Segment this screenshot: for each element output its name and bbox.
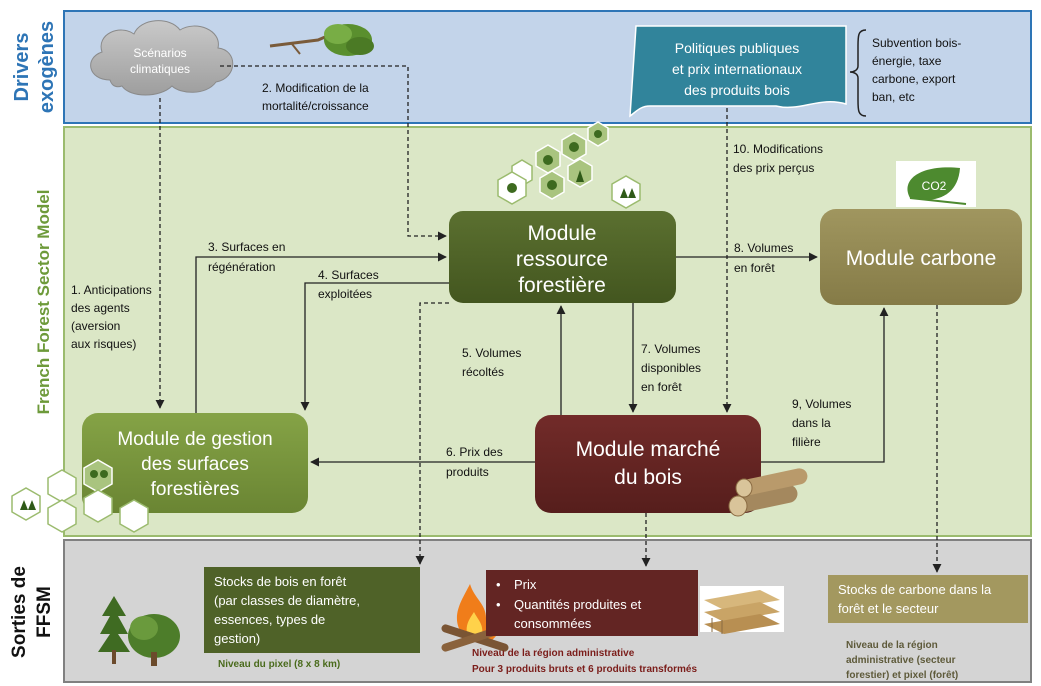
flow-10-line-2: des prix perçus bbox=[733, 161, 814, 175]
management-line-1: Module de gestion bbox=[117, 429, 272, 450]
market-output-bullet-1: • bbox=[496, 577, 501, 592]
carbon-output-line-2: forêt et le secteur bbox=[838, 601, 939, 616]
resource-module bbox=[449, 211, 676, 303]
scenarios-line-2: climatiques bbox=[130, 62, 190, 76]
outputs-label-line-2: FFSM bbox=[34, 586, 55, 638]
carbon-level-line-2: administrative (secteur bbox=[846, 655, 956, 666]
flow-8-line-1: 8. Volumes bbox=[734, 241, 793, 255]
flow-6-line-2: produits bbox=[446, 465, 489, 479]
policies-line-3: des produits bois bbox=[684, 82, 790, 98]
market-line-1: Module marché bbox=[576, 438, 721, 461]
flow-3-line-2: régénération bbox=[208, 260, 275, 274]
market-output-bullet-2: • bbox=[496, 597, 501, 612]
stocks-bois-level: Niveau du pixel (8 x 8 km) bbox=[218, 659, 340, 670]
flow-4-line-2: exploitées bbox=[318, 287, 372, 301]
stocks-bois-line-4: gestion) bbox=[214, 631, 260, 646]
stocks-bois-line-3: essences, types de bbox=[214, 612, 325, 627]
policies-line-2: et prix internationaux bbox=[672, 61, 802, 77]
flow-1-line-3: (aversion bbox=[71, 319, 120, 333]
cloud-scenarios bbox=[90, 20, 234, 96]
arrow-flow-4 bbox=[300, 282, 449, 411]
flow-8-line-2: en forêt bbox=[734, 261, 775, 275]
logs-icon bbox=[728, 468, 808, 517]
market-module bbox=[535, 415, 761, 513]
management-line-3: forestières bbox=[151, 479, 240, 500]
co2-icon-text: CO2 bbox=[922, 179, 947, 193]
flow-6-line-1: 6. Prix des bbox=[446, 445, 503, 459]
stocks-bois-line-2: (par classes de diamètre, bbox=[214, 593, 360, 608]
policies-line-1: Politiques publiques bbox=[675, 40, 800, 56]
co2-leaf-icon: CO2 bbox=[896, 161, 976, 207]
scenarios-line-1: Scénarios bbox=[133, 46, 186, 60]
policy-brace bbox=[849, 29, 867, 117]
flow-7-line-3: en forêt bbox=[641, 380, 682, 394]
carbon-output-box bbox=[828, 575, 1028, 623]
flow-9-line-2: dans la bbox=[792, 416, 831, 430]
management-module bbox=[82, 413, 308, 513]
arrow-output-stocks bbox=[415, 302, 449, 565]
hexagon-forest-icon bbox=[497, 121, 641, 209]
flow-5-line-1: 5. Volumes bbox=[462, 346, 521, 360]
market-output-item-2: Quantités produites et bbox=[514, 597, 642, 612]
policy-examples-line-3: carbone, export bbox=[872, 72, 956, 86]
resource-line-1: Module bbox=[528, 222, 597, 245]
resource-line-2: ressource bbox=[516, 248, 608, 271]
market-output-item-3: consommées bbox=[514, 616, 592, 631]
stocks-bois-line-1: Stocks de bois en forêt bbox=[214, 574, 347, 589]
market-level-line-2: Pour 3 produits bruts et 6 produits tran… bbox=[472, 664, 697, 675]
resource-line-3: forestière bbox=[518, 274, 606, 297]
policy-examples-line-4: ban, etc bbox=[872, 90, 915, 104]
management-line-2: des surfaces bbox=[141, 454, 249, 475]
carbon-output-line-1: Stocks de carbone dans la bbox=[838, 582, 992, 597]
arrow-flow-9 bbox=[761, 307, 889, 463]
flow-7-line-1: 7. Volumes bbox=[641, 342, 700, 356]
outputs-label-line-1: Sorties de bbox=[9, 566, 30, 658]
flow-10-line-1: 10. Modifications bbox=[733, 142, 823, 156]
policy-examples-line-1: Subvention bois- bbox=[872, 36, 961, 50]
market-level-line-1: Niveau de la région administrative bbox=[472, 648, 635, 659]
carbon-module bbox=[820, 209, 1022, 305]
drivers-label-line-1: Drivers bbox=[11, 33, 33, 102]
model-label: French Forest Sector Model bbox=[34, 190, 53, 415]
market-output-box bbox=[486, 570, 698, 636]
policies-scroll bbox=[629, 25, 847, 118]
planks-icon bbox=[700, 586, 784, 634]
policy-examples-line-2: énergie, taxe bbox=[872, 54, 942, 68]
carbon-level-line-1: Niveau de la région bbox=[846, 640, 938, 651]
arrow-flow-2 bbox=[220, 65, 447, 241]
drivers-label-line-2: exogènes bbox=[36, 21, 58, 113]
flow-2-line-1: 2. Modification de la bbox=[262, 81, 369, 95]
carbon-level-line-3: forestier) et pixel (forêt) bbox=[846, 670, 958, 681]
arrow-flow-3 bbox=[195, 252, 447, 413]
flow-3-line-1: 3. Surfaces en bbox=[208, 240, 285, 254]
carbon-label: Module carbone bbox=[846, 247, 997, 270]
flow-4-line-1: 4. Surfaces bbox=[318, 268, 379, 282]
flow-9-line-1: 9, Volumes bbox=[792, 397, 851, 411]
flow-1-line-4: aux risques) bbox=[71, 337, 136, 351]
hexagon-management-icon bbox=[11, 459, 149, 533]
trees-icon bbox=[98, 596, 180, 666]
branch-icon bbox=[269, 24, 374, 56]
market-output-item-1: Prix bbox=[514, 577, 537, 592]
flow-9-line-3: filière bbox=[792, 435, 821, 449]
flow-7-line-2: disponibles bbox=[641, 361, 701, 375]
flow-1-line-1: 1. Anticipations bbox=[71, 283, 152, 297]
market-line-2: du bois bbox=[614, 466, 682, 489]
stocks-bois-box bbox=[204, 567, 420, 653]
flow-5-line-2: récoltés bbox=[462, 365, 504, 379]
flow-1-line-2: des agents bbox=[71, 301, 130, 315]
flow-2-line-2: mortalité/croissance bbox=[262, 99, 369, 113]
